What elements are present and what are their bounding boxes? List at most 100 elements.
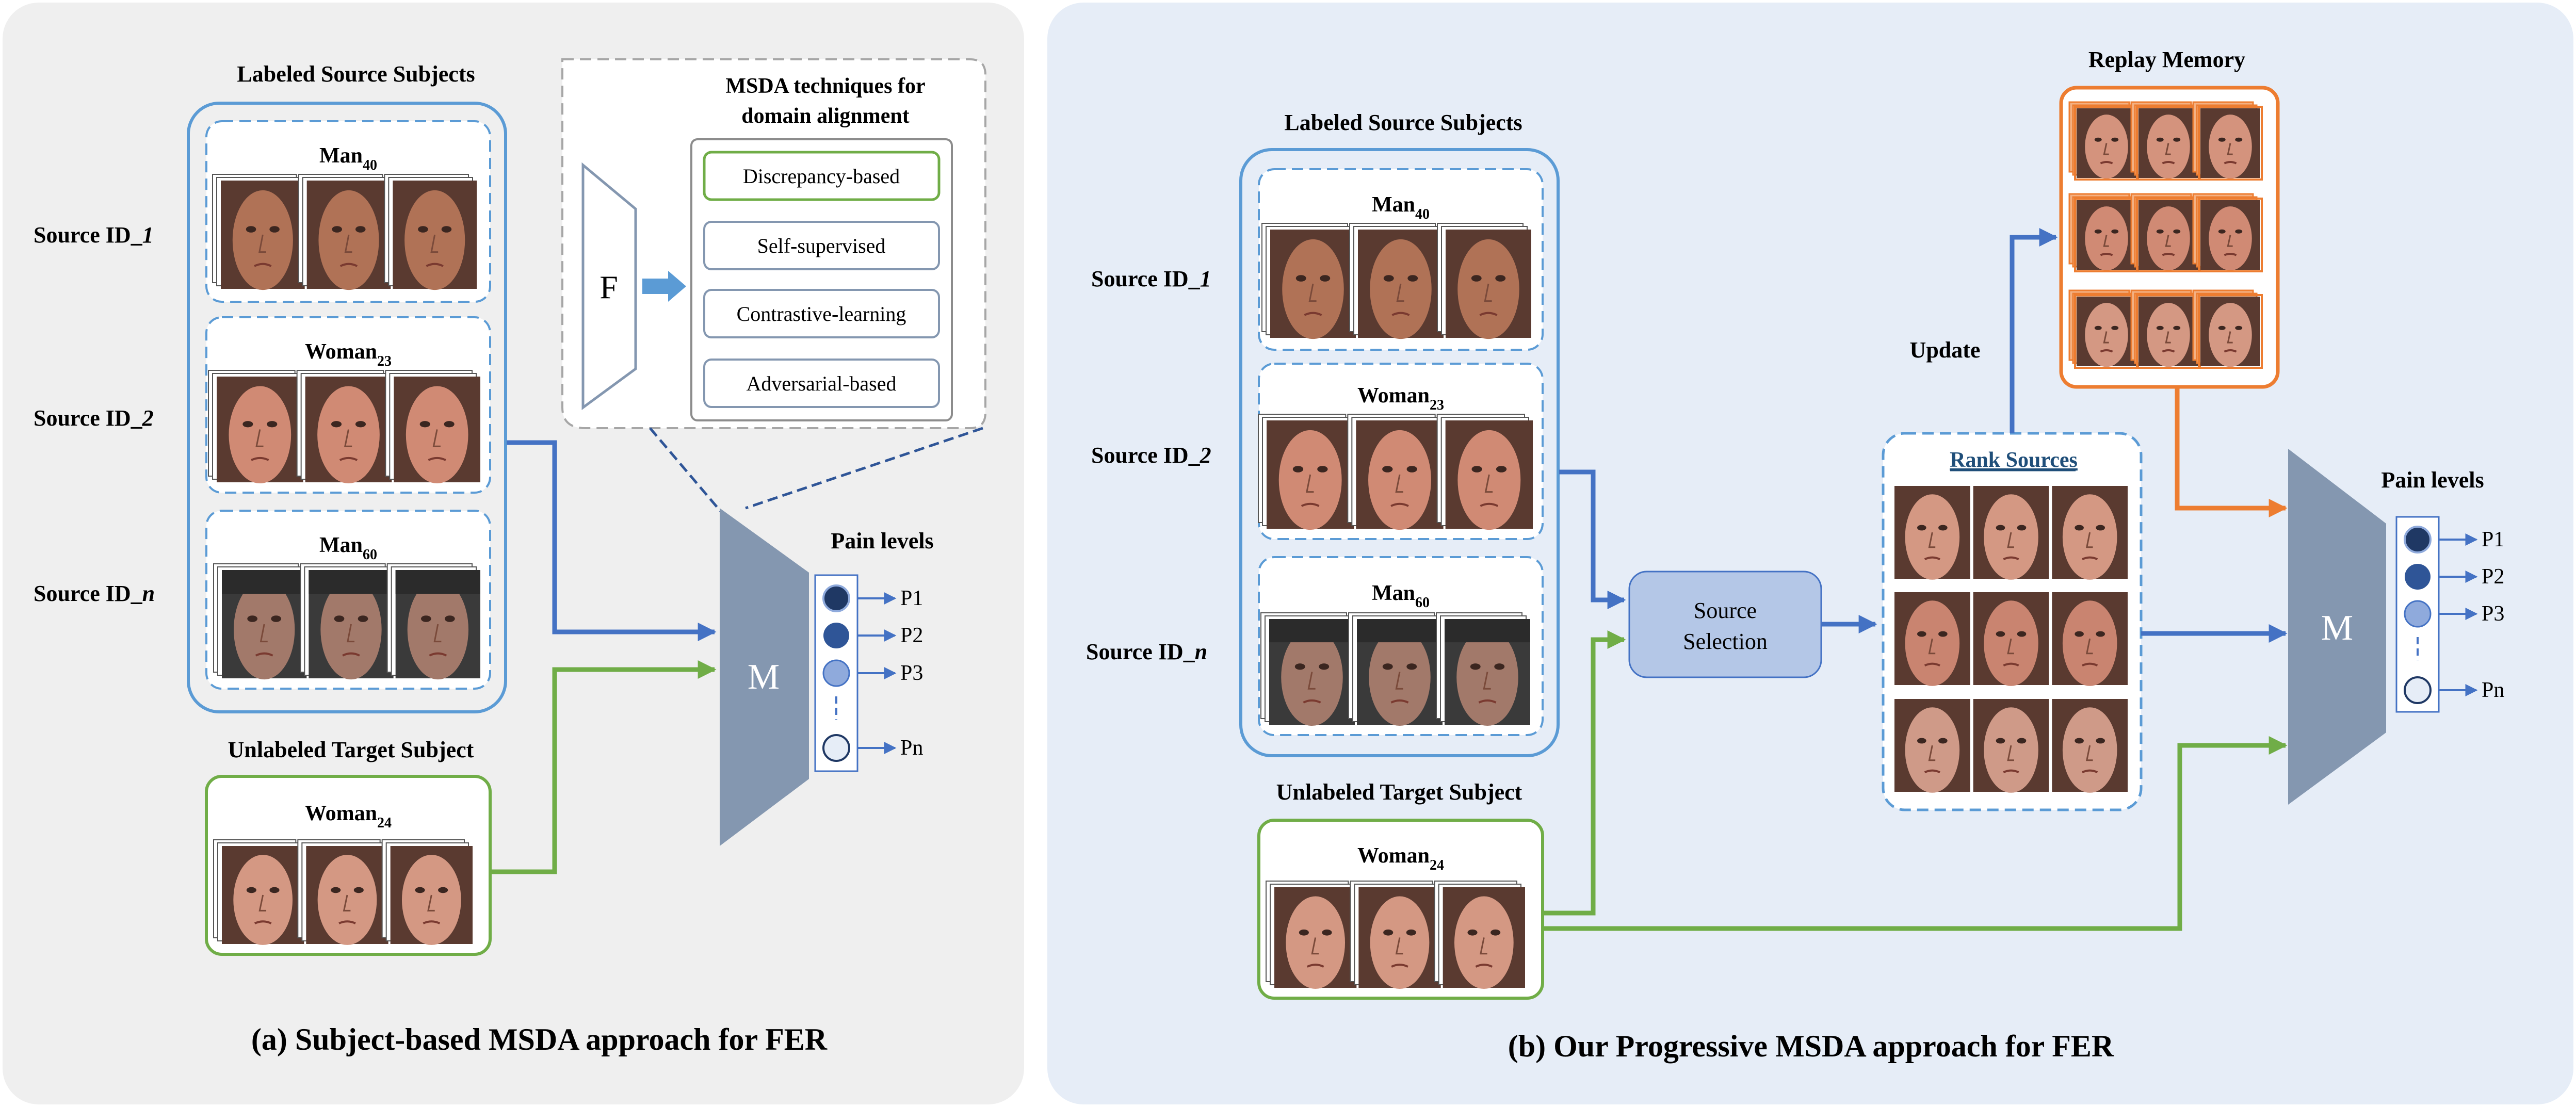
rank-face-thumbnail: [1973, 486, 2049, 580]
face-thumbnail: [1356, 420, 1444, 530]
face-thumbnail: [1446, 230, 1531, 339]
b-source-heading: Labeled Source Subjects: [1284, 110, 1522, 135]
b-pain-label-1: P1: [2482, 528, 2504, 551]
a-techniques-list: [690, 138, 953, 421]
b-target-to-model-arrow: [1544, 736, 2288, 931]
a-subject-card-3: Man60: [205, 510, 491, 690]
b-subject-card-1: Man40: [1258, 168, 1544, 351]
face-thumbnail: [1267, 420, 1354, 530]
b-target-name: Woman24: [1357, 844, 1444, 873]
a-msda-title-1: MSDA techniques for: [725, 74, 925, 98]
b-source-id-2: Source ID_2: [1091, 443, 1211, 468]
b-subject-card-3: Man60: [1258, 556, 1544, 736]
rank-face-thumbnail: [1894, 486, 1970, 580]
b-subject-card-2: Woman23: [1258, 363, 1544, 540]
b-source-selection: [1628, 571, 1822, 678]
face-thumbnail: [222, 570, 307, 680]
a-technique-3: [703, 289, 940, 338]
b-pain-circle-1: [2404, 526, 2432, 554]
a-target-card: Woman24: [205, 775, 492, 956]
rank-face-thumbnail: [2052, 592, 2128, 686]
rank-face-thumbnail: [1894, 592, 1970, 686]
replay-face-thumbnail: [2077, 297, 2136, 367]
b-target-to-selection-arrow: [1544, 630, 1626, 916]
b-replay-row-3: [2068, 289, 2263, 369]
replay-face-thumbnail: [2077, 200, 2136, 271]
a-feature-arrow: [642, 271, 686, 302]
a-feature-extractor: [581, 162, 637, 410]
b-face-strip-2: [1258, 414, 1533, 530]
b-rank-row-3: [1894, 699, 2128, 793]
a-source-id-2: Source ID_2: [34, 405, 154, 431]
a-pain-label-1: P1: [900, 587, 923, 610]
a-subject-card-2: Woman23: [205, 316, 491, 494]
a-pain-circle-2: [823, 623, 849, 648]
b-target-heading: Unlabeled Target Subject: [1276, 779, 1522, 805]
face-thumbnail: [1445, 619, 1530, 726]
b-replay-row-2: [2068, 193, 2263, 272]
b-source-id-1: Source ID_1: [1091, 266, 1211, 291]
face-thumbnail: [393, 181, 477, 290]
b-pain-circle-2: [2405, 564, 2431, 590]
b-target-card: Woman24: [1257, 819, 1544, 1000]
b-pain-label-n: Pn: [2482, 678, 2504, 702]
a-pain-heading: Pain levels: [831, 528, 933, 554]
replay-face-thumbnail: [2138, 108, 2198, 179]
b-face-strip-1: [1261, 223, 1531, 339]
b-target-face-strip: [1266, 881, 1525, 989]
b-rank-row-2: [1894, 592, 2128, 686]
b-rank-row-1: [1894, 486, 2128, 580]
b-replay-to-model-arrow: [2175, 387, 2288, 517]
replay-face-thumbnail: [2200, 200, 2260, 271]
face-thumbnail: [306, 846, 388, 945]
face-thumbnail: [1358, 887, 1441, 989]
panel-a: Labeled Source Subjects Man40 Woman23 Ma…: [3, 3, 1024, 1104]
b-update-arrow: [2010, 228, 2058, 433]
b-selection-line-1: Source: [1694, 598, 1757, 623]
a-technique-1-label: Discrepancy-based: [743, 165, 900, 188]
a-target-arrow: [491, 660, 717, 874]
face-thumbnail: [1445, 420, 1533, 530]
a-face-strip-3: [213, 563, 480, 680]
face-thumbnail: [1357, 619, 1443, 726]
a-source-id-n: Source ID_n: [34, 581, 155, 606]
a-technique-3-label: Contrastive-learning: [737, 302, 906, 325]
a-msda-title-2: domain alignment: [741, 104, 910, 128]
rank-face-thumbnail: [2052, 486, 2128, 580]
face-thumbnail: [222, 846, 304, 945]
b-subject-name-2: Woman23: [1357, 384, 1444, 413]
b-source-id-n: Source ID_n: [1086, 639, 1207, 664]
face-thumbnail: [390, 846, 473, 945]
face-thumbnail: [1270, 230, 1356, 339]
b-pain-label-3: P3: [2482, 602, 2504, 626]
a-caption: (a) Subject-based MSDA approach for FER: [251, 1022, 828, 1056]
b-replay-label: Replay Memory: [2088, 47, 2245, 72]
a-source-heading: Labeled Source Subjects: [237, 61, 475, 87]
b-model-label: M: [2321, 608, 2353, 648]
a-target-heading: Unlabeled Target Subject: [228, 737, 474, 762]
a-model-label: M: [748, 657, 780, 697]
a-target-face-strip: [213, 839, 473, 945]
face-thumbnail: [1358, 230, 1444, 339]
b-pain-circle-n: [2404, 676, 2432, 704]
b-pain-label-2: P2: [2482, 565, 2504, 589]
a-pain-circle-1: [822, 584, 850, 612]
rank-face-thumbnail: [2052, 699, 2128, 793]
a-face-strip-1: [212, 174, 477, 290]
b-source-arrow: [1559, 469, 1626, 609]
a-technique-4-label: Adversarial-based: [747, 372, 897, 395]
a-subject-card-1: Man40: [205, 120, 491, 303]
face-thumbnail: [394, 377, 480, 484]
b-subject-name-1: Man40: [1372, 193, 1430, 222]
a-technique-1: [703, 151, 941, 201]
rank-face-thumbnail: [1973, 592, 2049, 686]
replay-face-thumbnail: [2200, 297, 2260, 367]
a-target-name: Woman24: [305, 802, 392, 831]
a-pain-label-3: P3: [900, 661, 923, 685]
replay-face-thumbnail: [2077, 108, 2136, 179]
a-pain-label-2: P2: [900, 624, 923, 647]
a-face-strip-2: [208, 370, 480, 484]
face-thumbnail: [217, 377, 303, 484]
a-pain-label-n: Pn: [900, 736, 923, 760]
